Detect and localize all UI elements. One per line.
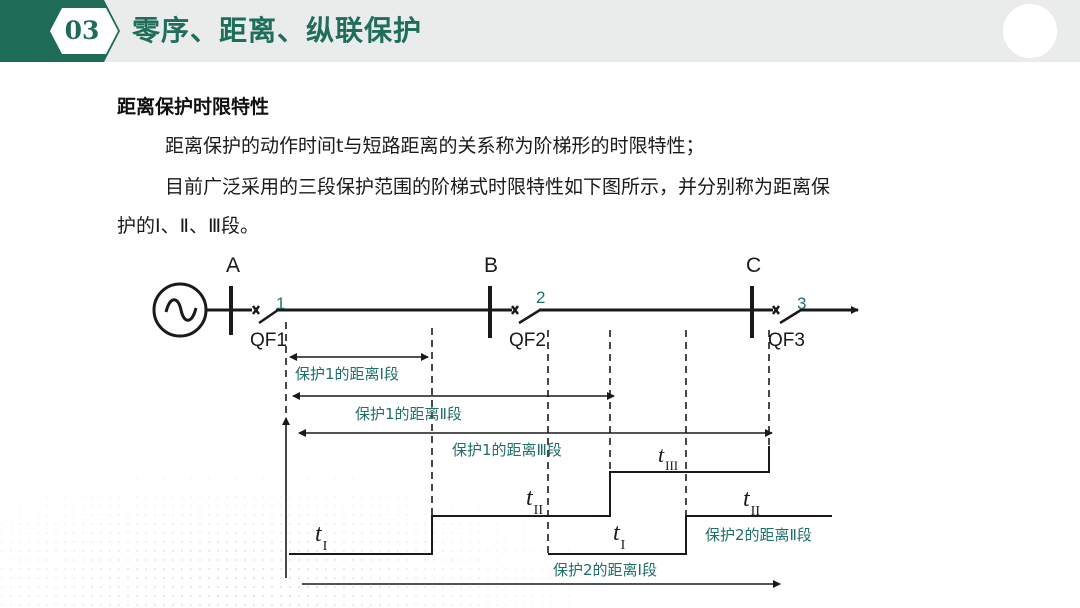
header-bar: 03 零序、距离、纵联保护 <box>0 0 1080 62</box>
header-circle-decoration <box>1003 4 1057 58</box>
breaker-number-1: 1 <box>276 294 285 313</box>
section-number: 03 <box>64 16 100 45</box>
bus-label-c: C <box>746 254 761 277</box>
time-label-t3-p1: tIII <box>658 442 678 473</box>
time-label-t1-p2: tI <box>613 520 626 553</box>
time-label-t1-p1: tI <box>315 521 328 554</box>
range-label-p1-zone2: 保护1的距离Ⅱ段 <box>355 405 462 423</box>
range-label-p1-zone1: 保护1的距离Ⅰ段 <box>295 365 399 383</box>
bus-label-a: A <box>226 254 240 277</box>
paragraph-1: 距离保护的动作时间t与短路距离的关系称为阶梯形的时限特性； <box>165 135 705 157</box>
section-title: 距离保护时限特性 <box>117 96 270 118</box>
bus-label-b: B <box>484 254 498 277</box>
generator-symbol <box>152 282 208 338</box>
protection1-step-curve <box>289 446 770 555</box>
time-label-t2-p1: tII <box>526 485 543 518</box>
breaker-label-qf1: QF1 <box>250 330 287 351</box>
paragraph-3: 护的Ⅰ、Ⅱ、Ⅲ段。 <box>117 215 260 237</box>
breaker-number-2: 2 <box>536 288 545 307</box>
breaker-number-3: 3 <box>797 294 806 313</box>
boundary-dashes <box>285 322 770 556</box>
section-number-badge: 03 <box>0 0 120 62</box>
breaker-qf1-switch <box>252 305 279 325</box>
range-label-p2-zone2: 保护2的距离Ⅱ段 <box>705 526 812 544</box>
range-label-p2-zone1: 保护2的距离Ⅰ段 <box>553 561 657 579</box>
breaker-qf3-switch <box>772 305 802 325</box>
breaker-label-qf3: QF3 <box>768 330 805 351</box>
paragraph-2: 目前广泛采用的三段保护范围的阶梯式时限特性如下图所示，并分别称为距离保 <box>165 176 831 198</box>
breaker-label-qf2: QF2 <box>509 330 546 351</box>
range-label-p1-zone3: 保护1的距离Ⅲ段 <box>452 441 562 459</box>
breaker-qf2-switch <box>511 305 541 325</box>
page-title: 零序、距离、纵联保护 <box>132 14 423 47</box>
protection2-step-curve <box>548 515 832 555</box>
time-label-t2-p2: tII <box>743 486 760 519</box>
